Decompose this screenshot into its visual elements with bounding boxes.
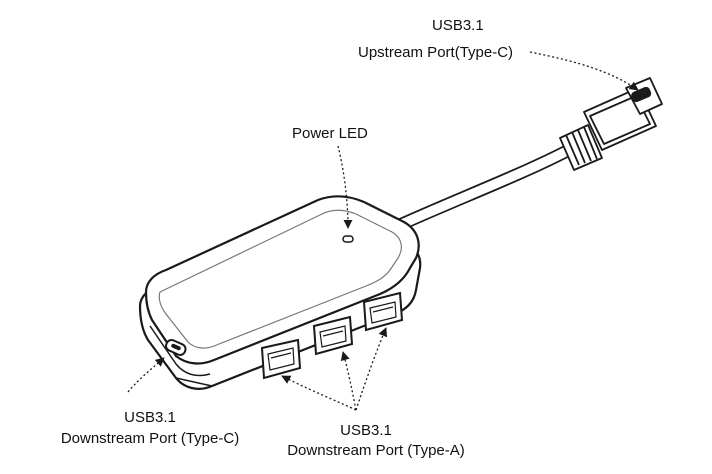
power-led-label: Power LED — [292, 125, 368, 142]
type-a-port-icon-2 — [312, 315, 354, 356]
type-c-port-icon — [165, 338, 187, 356]
type-a-port-icon-1 — [260, 338, 302, 380]
arrow-type-a-2 — [340, 351, 357, 411]
arrow-type-a-3 — [355, 327, 388, 411]
type-c-plug-icon — [559, 77, 663, 171]
callout-arrows — [127, 51, 639, 411]
upstream-label-line2: Upstream Port(Type-C) — [358, 44, 514, 61]
downstream-c-label-line1: USB3.1 — [124, 409, 176, 426]
type-a-port-icon-3 — [362, 291, 404, 332]
arrow-type-c — [127, 357, 165, 393]
power-led-icon — [342, 235, 354, 243]
usb-cable — [395, 145, 572, 231]
arrow-upstream — [529, 51, 639, 91]
upstream-label-line1: USB3.1 — [432, 17, 484, 34]
downstream-c-label-line2: Downstream Port (Type-C) — [60, 430, 240, 447]
downstream-a-label-line2: Downstream Port (Type-A) — [287, 442, 465, 459]
arrow-type-a-1 — [281, 375, 357, 411]
downstream-a-label-line1: USB3.1 — [340, 422, 392, 439]
